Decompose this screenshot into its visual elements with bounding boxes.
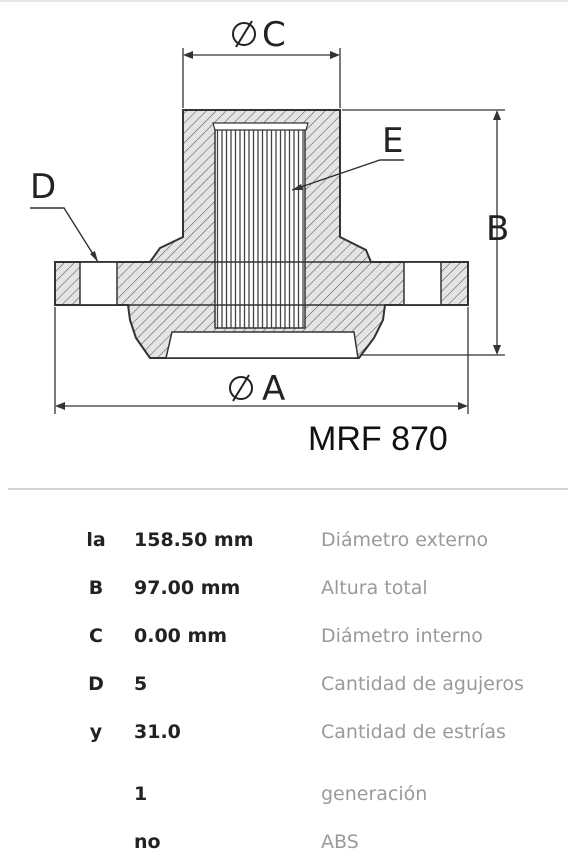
spline-bore (214, 127, 306, 329)
spec-row-outer-diameter: la 158.50 mm Diámetro externo (0, 516, 568, 564)
spec-value: 158.50 mm (134, 529, 254, 551)
spec-key: C (89, 625, 103, 647)
top-border (0, 0, 568, 2)
dimension-b: B (342, 109, 509, 356)
spec-key: D (88, 673, 104, 695)
spec-value: 31.0 (134, 721, 181, 743)
spec-row-generation: 1 generación (0, 770, 568, 818)
dimension-a: A (54, 307, 469, 414)
spec-description: Diámetro interno (321, 625, 483, 647)
label-a: A (262, 369, 285, 409)
spec-value: 97.00 mm (134, 577, 241, 599)
spec-description: Cantidad de estrías (321, 721, 506, 743)
spec-description: generación (321, 783, 428, 805)
spec-row-spline-count: y 31.0 Cantidad de estrías (0, 708, 568, 756)
spec-table: la 158.50 mm Diámetro externo B 97.00 mm… (0, 516, 568, 866)
dimension-e: E (291, 121, 404, 191)
bolt-hole-left (79, 261, 118, 306)
spec-value: no (134, 831, 161, 853)
spec-row-abs: no ABS (0, 818, 568, 866)
label-b: B (486, 209, 509, 249)
label-d: D (30, 167, 56, 207)
spec-value: 0.00 mm (134, 625, 228, 647)
dimension-d: D (30, 167, 99, 263)
label-c: C (262, 15, 286, 55)
spec-value: 1 (134, 783, 148, 805)
spec-description: ABS (321, 831, 359, 853)
hub-technical-drawing: C E D B A (30, 15, 509, 414)
dimension-c: C (182, 15, 341, 108)
spec-key: la (86, 529, 106, 551)
part-number: MRF 870 (308, 420, 448, 458)
bolt-hole-right (403, 261, 442, 306)
spec-row-hole-count: D 5 Cantidad de agujeros (0, 660, 568, 708)
spec-value: 5 (134, 673, 148, 695)
spec-key: B (88, 577, 104, 599)
spec-row-total-height: B 97.00 mm Altura total (0, 564, 568, 612)
label-e: E (382, 121, 403, 161)
spec-row-inner-diameter: C 0.00 mm Diámetro interno (0, 612, 568, 660)
hub-section (54, 109, 469, 359)
spec-description: Cantidad de agujeros (321, 673, 524, 695)
spec-description: Altura total (321, 577, 428, 599)
spec-key: y (89, 721, 103, 743)
section-divider (8, 488, 568, 490)
spec-description: Diámetro externo (321, 529, 489, 551)
